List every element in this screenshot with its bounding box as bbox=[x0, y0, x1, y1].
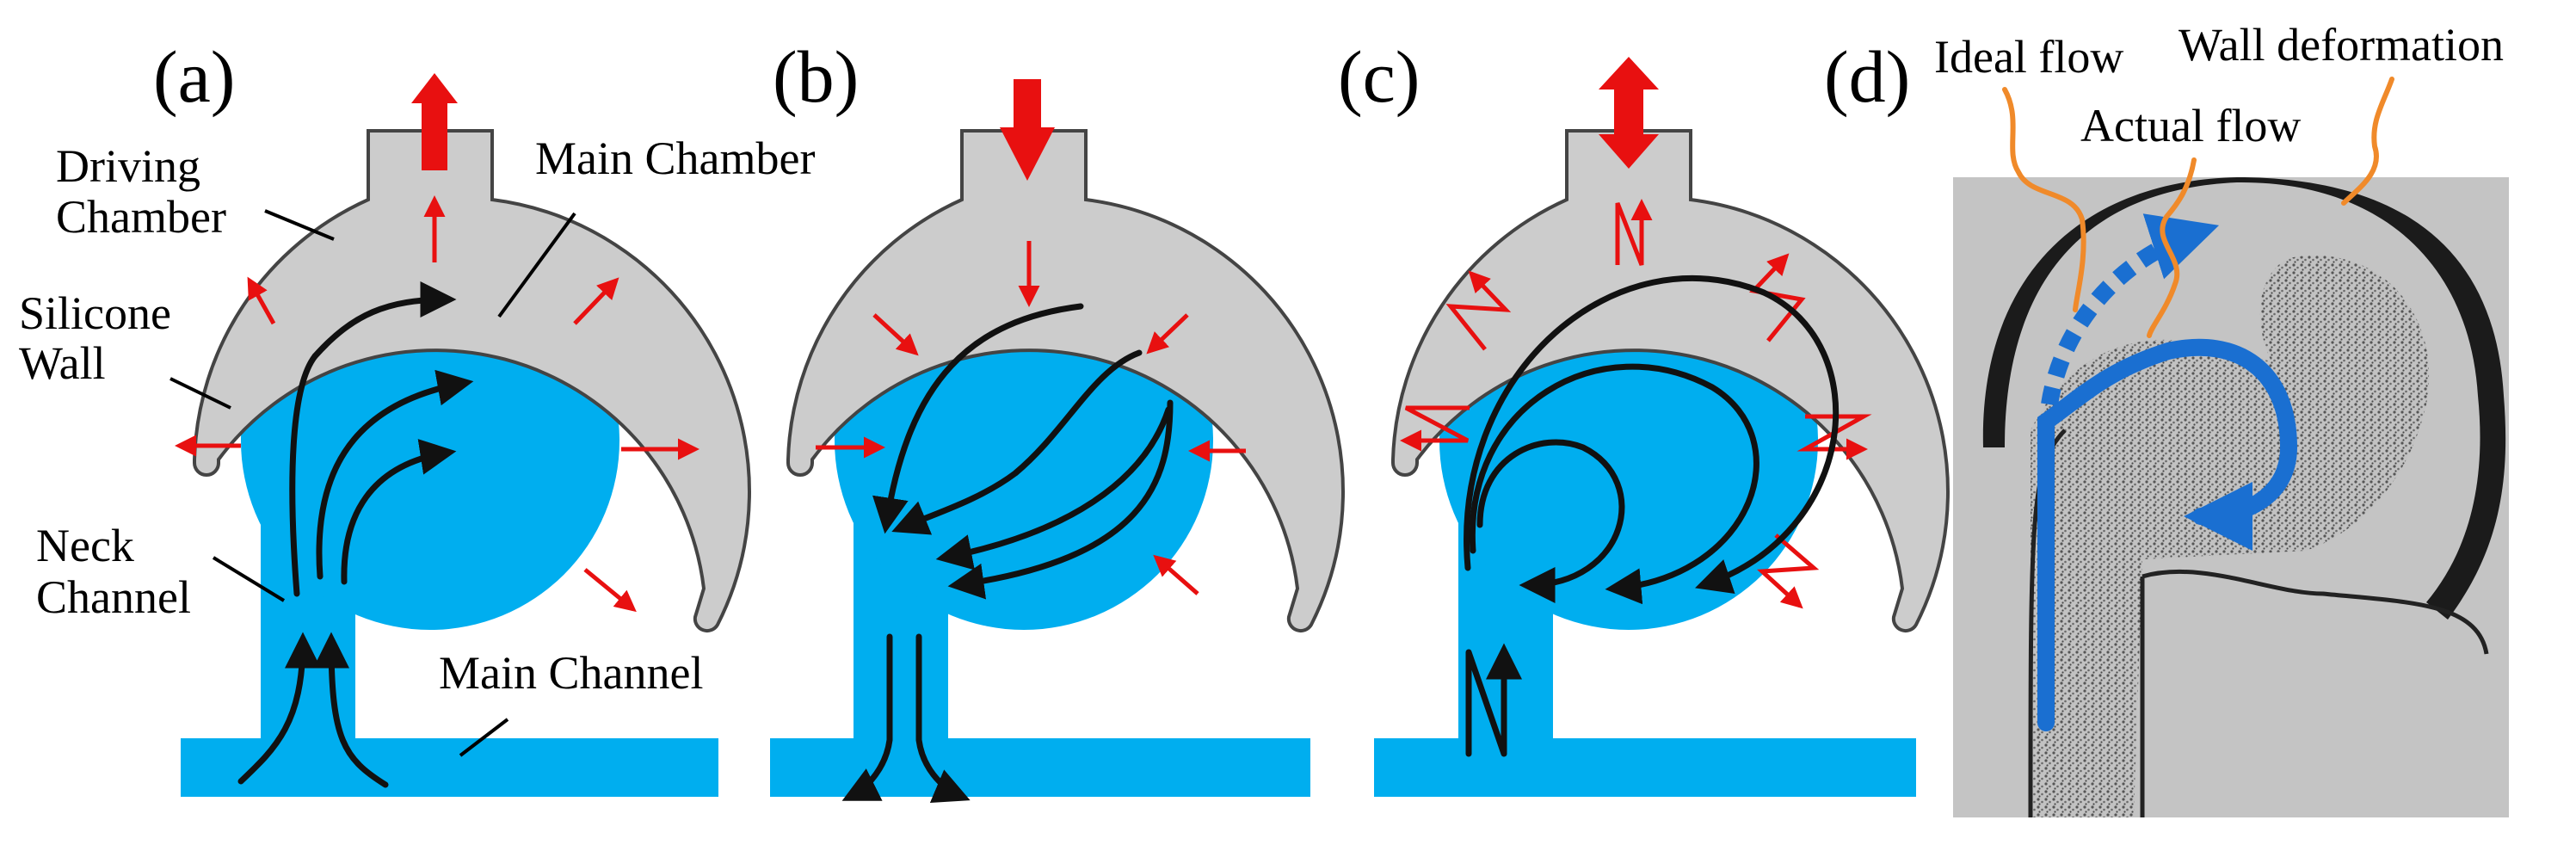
actual-flow-arrow bbox=[2037, 338, 2298, 731]
force-arrows-b bbox=[816, 79, 1246, 595]
callout-main-channel: Main Channel bbox=[439, 647, 703, 699]
driving-chamber-b bbox=[786, 129, 1345, 633]
callout-main-chamber: Main Chamber bbox=[535, 133, 815, 184]
driving-chamber-c bbox=[1391, 129, 1950, 633]
label-wall-deformation: Wall deformation bbox=[2179, 19, 2504, 71]
callout-driving-chamber-1: Driving bbox=[56, 140, 200, 192]
panel-c-label: (c) bbox=[1338, 35, 1420, 118]
flow-lines-c bbox=[1464, 274, 1840, 605]
outward-arrow-icon bbox=[411, 73, 458, 170]
panel-a-label: (a) bbox=[153, 35, 235, 118]
oscillating-flow-icon bbox=[1465, 643, 1522, 757]
panel-a: (a) Driving Chamber bbox=[19, 35, 815, 797]
callout-driving-chamber-2: Chamber bbox=[56, 191, 226, 243]
callout-neck-channel-1: Neck bbox=[36, 520, 134, 571]
flow-lines-a bbox=[237, 281, 474, 788]
lower-chamber-edge bbox=[2142, 569, 2489, 655]
callout-silicone-wall-1: Silicone bbox=[19, 287, 171, 339]
panel-d-label: (d) bbox=[1824, 35, 1910, 118]
leader-actual-flow bbox=[2147, 157, 2197, 338]
micrograph-d bbox=[1953, 177, 2509, 818]
force-arrows-c bbox=[1400, 57, 1872, 757]
leader-ideal-flow bbox=[2002, 87, 2086, 312]
main-channel-c bbox=[1374, 738, 1916, 797]
callout-silicone-wall-2: Wall bbox=[19, 337, 106, 389]
force-arrows-a bbox=[175, 73, 699, 613]
callout-neck-channel-2: Channel bbox=[36, 571, 191, 623]
main-channel-b bbox=[770, 738, 1310, 797]
label-actual-flow: Actual flow bbox=[2080, 100, 2301, 151]
panel-b: (b) bbox=[770, 35, 1345, 804]
ideal-flow-arrow bbox=[2041, 213, 2220, 406]
panel-d: (d) Ideal flow Wall deformation Actual f… bbox=[1824, 19, 2509, 818]
callouts-a: Driving Chamber Main Chamber Silicone Wa… bbox=[19, 133, 815, 757]
panel-c: (c) bbox=[1338, 35, 1950, 797]
annotations-d: Ideal flow Wall deformation Actual flow bbox=[1934, 19, 2504, 338]
driving-chamber-a bbox=[193, 129, 751, 633]
flow-lines-b bbox=[841, 303, 1174, 804]
panel-b-label: (b) bbox=[773, 35, 859, 118]
oscillating-arrow-icon bbox=[1599, 57, 1659, 169]
inward-arrow-icon bbox=[1000, 79, 1055, 181]
main-channel-a bbox=[181, 738, 718, 797]
label-ideal-flow: Ideal flow bbox=[1934, 31, 2123, 83]
dark-chamber-gap bbox=[1982, 177, 2506, 620]
leader-wall-deformation bbox=[2341, 77, 2394, 206]
